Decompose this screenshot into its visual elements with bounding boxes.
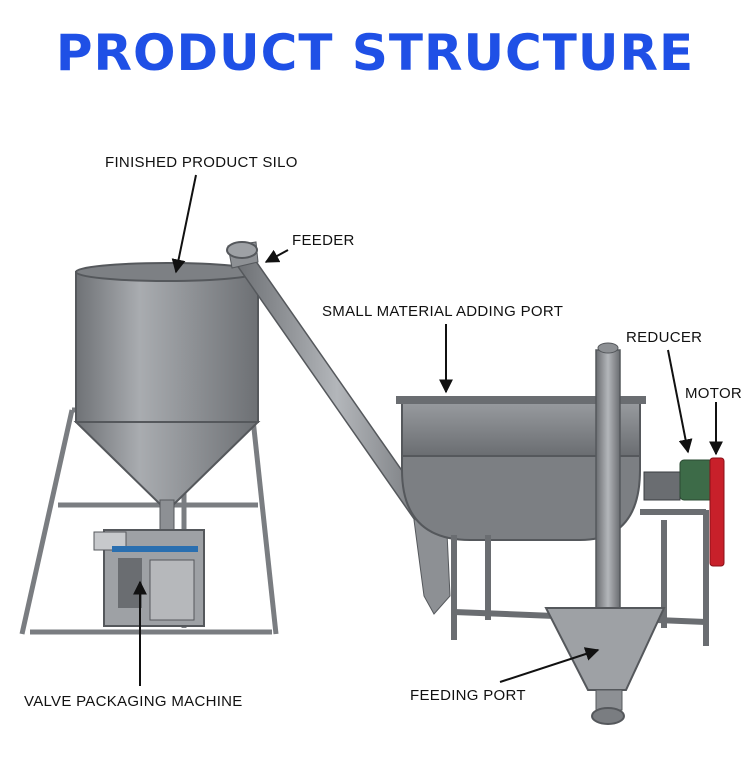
label-feeder: FEEDER [292, 232, 355, 249]
valve-packaging-machine [94, 530, 204, 626]
label-finished-product-silo: FINISHED PRODUCT SILO [105, 154, 298, 171]
arrow-feeder [266, 250, 288, 262]
label-valve-packaging-machine: VALVE PACKAGING MACHINE [24, 693, 243, 710]
label-feeding-port: FEEDING PORT [410, 687, 526, 704]
label-motor: MOTOR [685, 385, 742, 402]
arrow-silo [176, 175, 196, 272]
label-small-material-adding-port: SMALL MATERIAL ADDING PORT [322, 303, 563, 320]
label-reducer: REDUCER [626, 329, 702, 346]
finished-product-silo [76, 263, 258, 530]
